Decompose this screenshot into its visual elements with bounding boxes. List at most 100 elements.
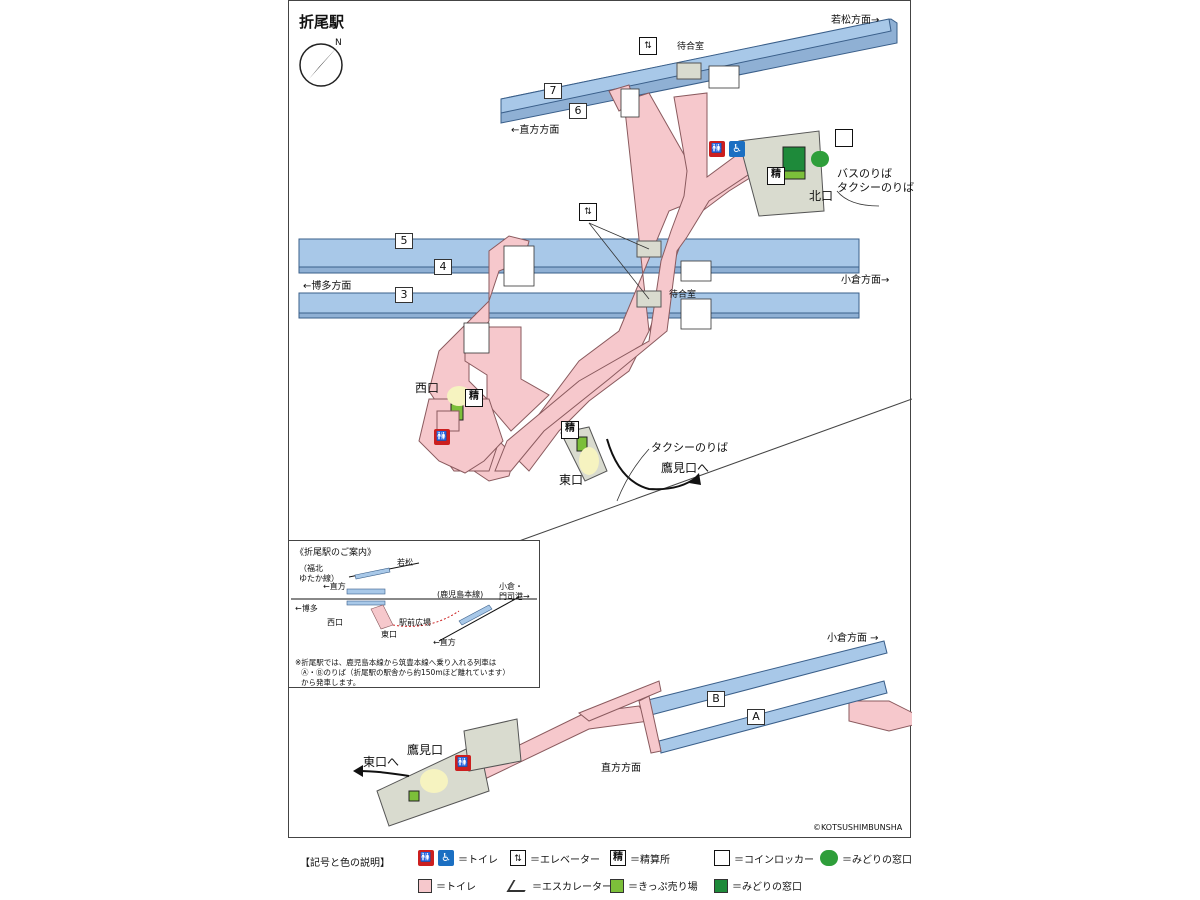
legend-kippu: ＝きっぷ売り場 [610, 878, 698, 893]
inset-nishiguchi: 西口 [327, 618, 343, 627]
legend-locker: ＝コインロッカー [714, 850, 814, 866]
west-exit-label: 西口 [415, 381, 440, 395]
elevator-mid-icon: ⇅ [579, 203, 597, 221]
platform-label-7: 7 [544, 83, 562, 99]
inset-nogata-1: ←直方 [323, 582, 346, 591]
direction-kokura-mid: 小倉方面→ [841, 275, 890, 286]
to-takamiguchi-label: 鷹見口へ [661, 461, 710, 475]
taxi-stop-east-label: タクシーのりば [651, 441, 728, 454]
platform-label-3: 3 [395, 287, 413, 303]
inset-plaza: 駅前広場 [399, 618, 431, 627]
waiting-room-top-label: 待合室 [677, 42, 705, 52]
legend-midori-icon [820, 850, 838, 866]
legend-elevator-icon: ⇅ [510, 850, 526, 866]
svg-text:N: N [335, 38, 342, 48]
inset-kagoshima: (鹿児島本線) [437, 590, 484, 599]
escalator-icon [506, 879, 532, 892]
direction-wakamatsu: 若松方面→ [831, 15, 880, 26]
legend-midori-swatch [714, 878, 728, 893]
platform-label-5: 5 [395, 233, 413, 249]
waiting-room-top [676, 62, 702, 80]
takamiguchi-label: 鷹見口 [407, 743, 444, 757]
route-to-east-exit [358, 770, 410, 777]
platform-5-4 [298, 238, 860, 274]
platform-label-A: A [747, 709, 765, 725]
station-guide-inset: 《折尾駅のご案内》 （福北 ゆたか線） 若松 ←直方 小倉・ 門司港→ ←博多 … [288, 540, 540, 688]
seisan-west-icon: 精 [465, 389, 483, 407]
stairs [463, 65, 740, 354]
legend-pink: ＝トイレ [418, 878, 476, 893]
map-divider-line [518, 398, 912, 542]
seisan-east-icon: 精 [561, 421, 579, 439]
accessible-toilet-north-icon: ♿ [729, 141, 745, 157]
inset-line-label-2: ゆたか線） [299, 574, 339, 583]
north-exit-label: 北口 [809, 189, 834, 203]
legend-seisan: 精 ＝精算所 [610, 850, 670, 866]
route-to-takamiguchi [606, 438, 698, 491]
north-arrow-icon: N [299, 38, 343, 87]
inset-line-label-1: （福北 [299, 564, 323, 573]
bus-stop-label: バスのりば [837, 167, 892, 180]
platform-3 [298, 292, 860, 319]
legend-toilet-icon: 🚻 [418, 850, 434, 866]
inset-higashiguchi: 東口 [381, 630, 397, 639]
midori-window-icon [811, 151, 829, 167]
copyright: ©KOTSUSHIMBUNSHA [813, 823, 903, 832]
direction-hakata: ←博多方面 [303, 281, 352, 292]
legend-toilet-text: ＝トイレ [458, 854, 498, 866]
inset-note-1: ※折尾駅では、鹿児島本線から筑豊本線へ乗り入れる列車は [295, 658, 497, 667]
legend-elevator: ⇅ ＝エレベーター [510, 850, 600, 866]
legend-escalator: ＝エスカレーター [506, 878, 612, 893]
inset-title: 《折尾駅のご案内》 [295, 548, 377, 558]
legend: 【記号と色の説明】 🚻 ♿ ＝トイレ ⇅ ＝エレベーター 精 ＝精算所 ＝コイン… [300, 848, 920, 898]
station-map: N [289, 18, 912, 827]
inset-kokura: 小倉・ [499, 582, 523, 591]
direction-nogata-top: ←直方方面 [511, 125, 560, 136]
direction-nogata-low: 直方方面 [601, 763, 641, 774]
map-frame: N [288, 0, 914, 838]
toilet-takami-icon: 🚻 [455, 755, 471, 771]
legend-midori: ＝みどりの窓口 [820, 850, 912, 866]
toilet-north-icon: 🚻 [709, 141, 725, 157]
inset-note-3: から発車します。 [301, 678, 361, 687]
east-exit [560, 426, 608, 482]
taxi-stop-north-label: タクシーのりば [837, 181, 914, 194]
toilet-west-icon: 🚻 [434, 429, 450, 445]
legend-kippu-text: ＝きっぷ売り場 [628, 882, 698, 893]
coin-locker-icon [835, 129, 853, 147]
legend-elevator-text: ＝エレベーター [530, 854, 600, 866]
station-title: 折尾駅 [299, 13, 345, 31]
legend-toilet: 🚻 ♿ ＝トイレ [418, 850, 498, 866]
legend-escalator-text: ＝エスカレーター [532, 882, 612, 893]
inset-nogata-2: ←直方 [433, 638, 456, 647]
east-exit-label: 東口 [559, 473, 584, 487]
inset-hakata: ←博多 [295, 604, 318, 613]
route-arrowhead [689, 473, 701, 485]
legend-midori-2: ＝みどりの窓口 [714, 878, 802, 893]
inset-wakamatsu: 若松 [397, 558, 413, 567]
inset-diagram [291, 562, 537, 642]
platform-label-6: 6 [569, 103, 587, 119]
seisan-north-icon: 精 [767, 167, 785, 185]
inset-mojiko: 門司港→ [499, 592, 530, 601]
waiting-pointer-1 [588, 222, 650, 250]
taxi-pointer [616, 448, 650, 502]
waiting-room-mid-label: 待合室 [669, 290, 697, 300]
inset-note-2: Ⓐ・Ⓑのりば（折尾駅の駅舎から約150mほど離れています） [301, 668, 510, 677]
to-east-exit-label: 東口へ [363, 755, 400, 769]
legend-locker-icon [714, 850, 730, 866]
bus-pointer [836, 190, 880, 207]
legend-kippu-swatch [610, 878, 624, 893]
legend-pink-text: ＝トイレ [436, 882, 476, 893]
legend-pink-swatch [418, 878, 432, 893]
legend-accessible-icon: ♿ [438, 850, 454, 866]
platform-label-4: 4 [434, 259, 452, 275]
platform-label-B: B [707, 691, 725, 707]
direction-kokura-low: 小倉方面 → [827, 633, 879, 644]
route-east-arrowhead [353, 765, 363, 777]
legend-locker-text: ＝コインロッカー [734, 854, 814, 866]
legend-seisan-icon: 精 [610, 850, 626, 866]
legend-midori-text: ＝みどりの窓口 [842, 854, 912, 866]
elevator-top-icon: ⇅ [639, 37, 657, 55]
waiting-pointer-2 [588, 222, 650, 300]
